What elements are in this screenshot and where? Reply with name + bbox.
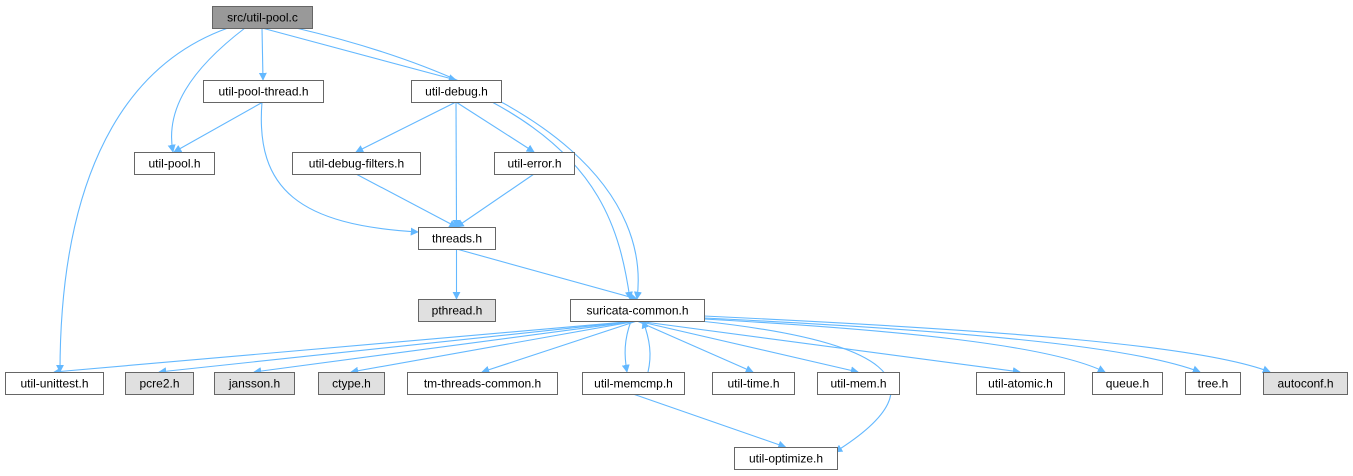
node-util-atomic-h[interactable]: util-atomic.h <box>976 372 1065 395</box>
edge-util-debug-h-to-util-error-h <box>455 101 535 153</box>
node-threads-h[interactable]: threads.h <box>418 227 496 250</box>
node-label-tree-h: tree.h <box>1198 377 1229 391</box>
node-box-autoconf-h <box>1263 372 1348 395</box>
node-tree-h[interactable]: tree.h <box>1185 372 1241 395</box>
edge-util-error-h-to-threads-h <box>455 173 535 228</box>
node-label-pthread-h: pthread.h <box>432 304 483 318</box>
node-util-pool-c[interactable]: src/util-pool.c <box>212 6 313 29</box>
node-util-optimize-h[interactable]: util-optimize.h <box>734 447 838 470</box>
edge-suricata-common-h-to-pcre2-h <box>158 320 638 376</box>
node-util-mem-h[interactable]: util-mem.h <box>817 372 900 395</box>
node-box-util-memcmp-h <box>582 372 685 395</box>
node-box-queue-h <box>1092 372 1163 395</box>
node-box-threads-h <box>418 227 496 250</box>
edge-util-debug-h-to-threads-h <box>452 101 461 228</box>
edge-suricata-common-h-to-tm-threads-common-h <box>481 320 638 374</box>
edge-util-pool-thread-h-to-util-pool-h <box>173 101 264 153</box>
edge-util-pool-c-to-suricata-common-h <box>295 27 642 300</box>
edge-suricata-common-h-to-util-unittest-h <box>53 320 638 376</box>
node-box-util-pool-c <box>212 6 313 29</box>
node-box-tree-h <box>1185 372 1241 395</box>
node-label-util-debug-h: util-debug.h <box>425 85 488 99</box>
node-box-jansson-h <box>214 372 295 395</box>
node-box-ctype-h <box>318 372 385 395</box>
node-label-util-error-h: util-error.h <box>507 157 561 171</box>
edge-suricata-common-h-to-queue-h <box>703 318 1106 373</box>
node-util-memcmp-h[interactable]: util-memcmp.h <box>582 372 685 395</box>
node-box-util-time-h <box>712 372 795 395</box>
node-label-util-time-h: util-time.h <box>727 377 779 391</box>
edge-util-pool-c-to-util-debug-h <box>261 27 457 82</box>
edge-util-pool-c-to-util-pool-thread-h <box>258 27 267 81</box>
edge-util-memcmp-h-to-util-optimize-h <box>632 393 787 449</box>
node-jansson-h: jansson.h <box>214 372 295 395</box>
node-box-pcre2-h <box>125 372 194 395</box>
node-util-pool-thread-h[interactable]: util-pool-thread.h <box>203 80 324 103</box>
node-queue-h[interactable]: queue.h <box>1092 372 1163 395</box>
node-label-jansson-h: jansson.h <box>228 377 280 391</box>
edge-util-pool-c-to-util-pool-h <box>167 27 246 153</box>
node-box-tm-threads-common-h <box>407 372 558 395</box>
node-label-util-pool-thread-h: util-pool-thread.h <box>218 85 308 99</box>
node-label-ctype-h: ctype.h <box>332 377 371 391</box>
node-label-autoconf-h: autoconf.h <box>1277 377 1333 391</box>
node-box-util-pool-h <box>134 152 215 175</box>
node-layer: src/util-pool.c util-pool-thread.h util-de… <box>5 6 1348 470</box>
node-box-suricata-common-h <box>570 299 705 322</box>
node-label-util-atomic-h: util-atomic.h <box>988 377 1053 391</box>
node-box-util-debug-h <box>411 80 502 103</box>
edge-suricata-common-h-to-ctype-h <box>350 320 638 375</box>
edge-layer <box>53 27 1271 453</box>
node-label-util-debug-filters-h: util-debug-filters.h <box>309 157 404 171</box>
node-suricata-common-h[interactable]: suricata-common.h <box>570 299 705 322</box>
node-label-tm-threads-common-h: tm-threads-common.h <box>424 377 541 391</box>
node-label-pcre2-h: pcre2.h <box>139 377 179 391</box>
node-label-util-pool-h: util-pool.h <box>148 157 200 171</box>
edge-suricata-common-h-to-util-memcmp-h <box>621 320 632 373</box>
node-label-util-memcmp-h: util-memcmp.h <box>594 377 673 391</box>
node-util-time-h[interactable]: util-time.h <box>712 372 795 395</box>
node-label-threads-h: threads.h <box>432 232 482 246</box>
node-util-debug-h[interactable]: util-debug.h <box>411 80 502 103</box>
node-box-util-optimize-h <box>734 447 838 470</box>
node-box-pthread-h <box>418 299 496 322</box>
node-pcre2-h: pcre2.h <box>125 372 194 395</box>
node-label-suricata-common-h: suricata-common.h <box>586 304 688 318</box>
node-box-util-pool-thread-h <box>203 80 324 103</box>
node-box-util-error-h <box>494 152 575 175</box>
edge-util-pool-c-to-util-unittest-h <box>56 27 229 373</box>
node-util-unittest-h[interactable]: util-unittest.h <box>5 372 104 395</box>
edge-threads-h-to-suricata-common-h <box>456 248 638 301</box>
edge-suricata-common-h-to-util-mem-h <box>636 320 859 375</box>
node-label-util-mem-h: util-mem.h <box>830 377 886 391</box>
edge-suricata-common-h-to-tree-h <box>703 317 1201 374</box>
edge-util-debug-h-to-suricata-common-h <box>491 101 633 300</box>
edge-util-pool-thread-h-to-threads-h <box>260 101 419 236</box>
node-label-util-optimize-h: util-optimize.h <box>749 452 823 466</box>
node-util-error-h[interactable]: util-error.h <box>494 152 575 175</box>
edge-suricata-common-h-to-jansson-h <box>253 320 638 376</box>
node-util-pool-h[interactable]: util-pool.h <box>134 152 215 175</box>
node-pthread-h: pthread.h <box>418 299 496 322</box>
node-tm-threads-common-h[interactable]: tm-threads-common.h <box>407 372 558 395</box>
node-box-util-debug-filters-h <box>292 152 421 175</box>
node-ctype-h: ctype.h <box>318 372 385 395</box>
edge-util-memcmp-h-to-suricata-common-h <box>641 320 651 373</box>
edge-suricata-common-h-to-util-time-h <box>636 320 754 373</box>
node-util-debug-filters-h[interactable]: util-debug-filters.h <box>292 152 421 175</box>
node-label-queue-h: queue.h <box>1106 377 1149 391</box>
edge-suricata-common-h-to-autoconf-h <box>703 315 1271 374</box>
node-box-util-unittest-h <box>5 372 104 395</box>
edge-suricata-common-h-to-util-atomic-h <box>636 320 1021 376</box>
edge-util-debug-filters-h-to-threads-h <box>355 173 458 228</box>
node-label-util-pool-c: src/util-pool.c <box>227 11 298 25</box>
node-autoconf-h: autoconf.h <box>1263 372 1348 395</box>
edge-suricata-common-h-to-util-optimize-h <box>699 320 892 453</box>
node-box-util-mem-h <box>817 372 900 395</box>
node-box-util-atomic-h <box>976 372 1065 395</box>
edge-util-debug-h-to-util-debug-filters-h <box>355 101 457 153</box>
node-label-util-unittest-h: util-unittest.h <box>20 377 88 391</box>
